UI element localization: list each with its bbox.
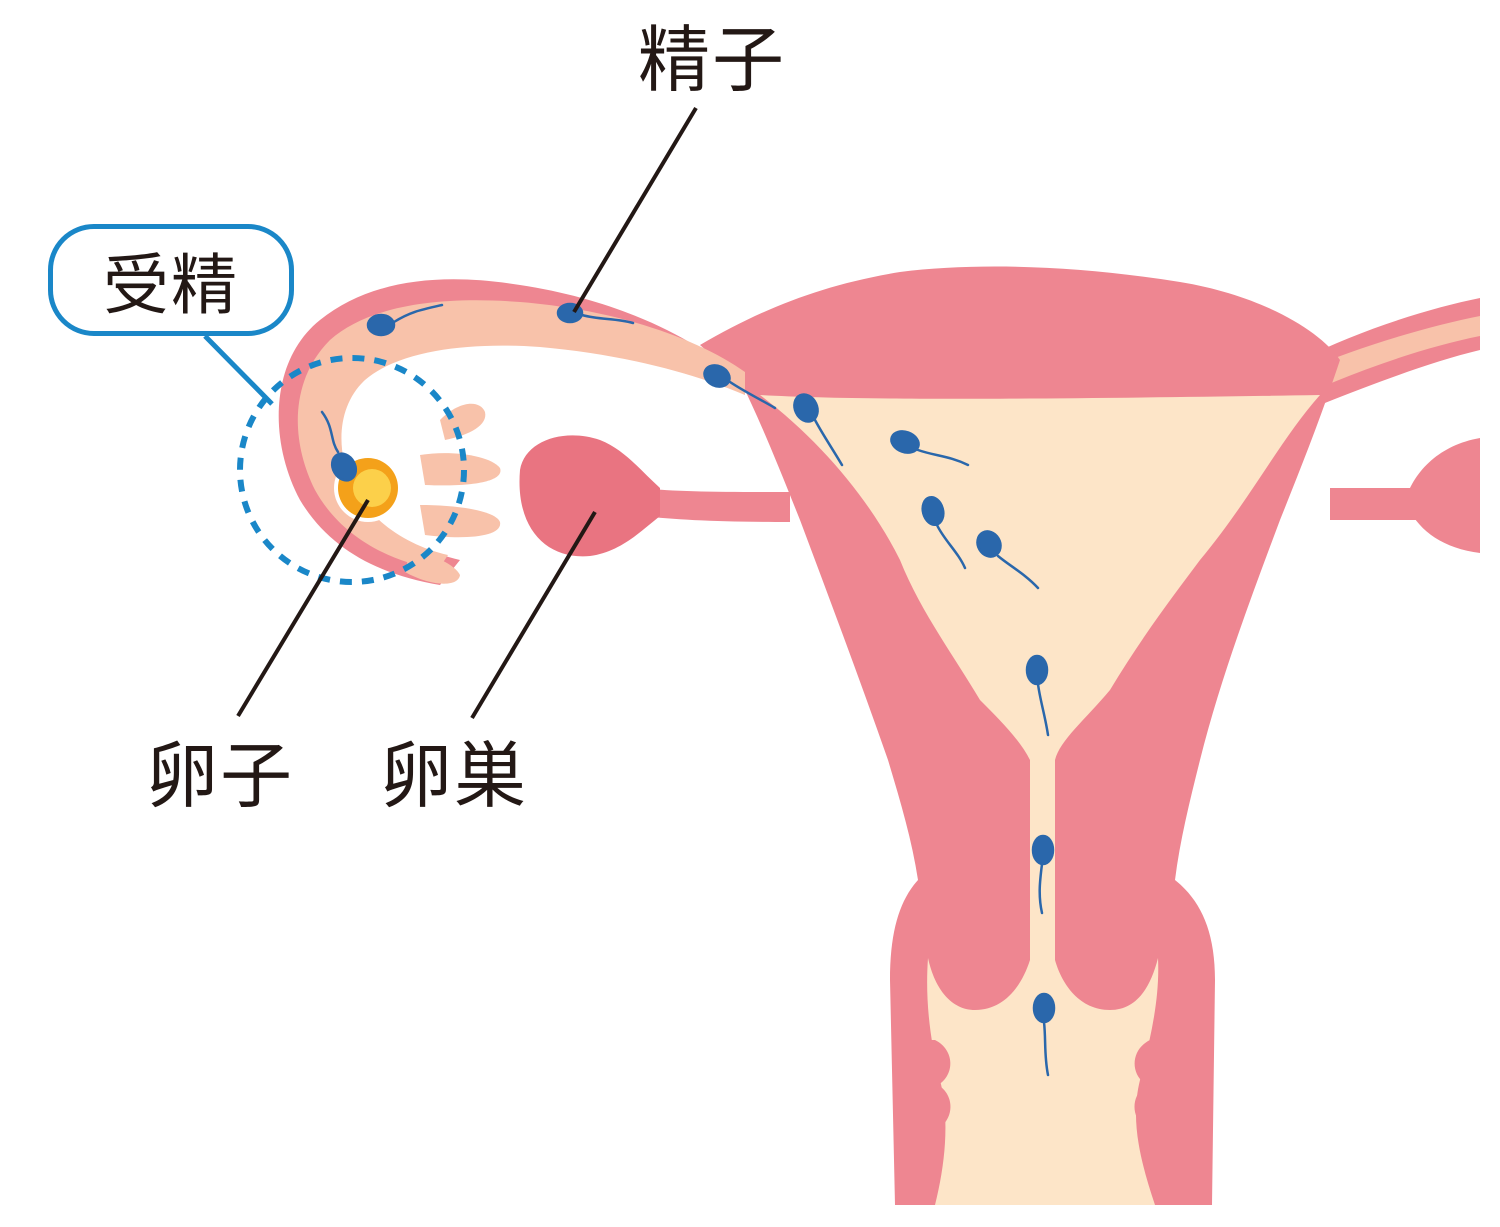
egg-leader-line: [236, 498, 370, 718]
right-ovary-ligament: [1330, 488, 1420, 520]
fertilization-label: 受精: [48, 224, 294, 336]
ovary-leader-line: [470, 510, 597, 720]
sperm: [921, 495, 967, 570]
fertilization-connector: [203, 334, 274, 406]
sperm: [1031, 834, 1055, 915]
sperm-cells: [320, 302, 1056, 1077]
sperm: [1025, 654, 1050, 737]
sperm: [703, 364, 777, 410]
sperm: [793, 393, 844, 467]
right-ovary: [1405, 438, 1480, 553]
egg-label: 卵子: [146, 734, 295, 818]
right-tube-lumen: [1300, 316, 1480, 390]
fimbriae: [405, 403, 501, 584]
uterine-cavity: [760, 395, 1320, 1205]
sperm: [1032, 992, 1056, 1077]
cervix-rugae-left: [930, 1040, 951, 1130]
sperm: [890, 430, 970, 467]
sperm: [976, 530, 1040, 590]
sperm: [366, 303, 444, 337]
left-ovary: [519, 435, 660, 557]
sperm-label: 精子: [638, 18, 787, 102]
left-tube-lumen: [297, 300, 745, 570]
sperm: [320, 410, 358, 482]
cervix-rugae-right: [1134, 1040, 1158, 1130]
ovary-label: 卵巣: [380, 734, 529, 818]
left-ovary-ligament: [640, 488, 790, 522]
fertilization-highlight-circle: [237, 355, 467, 585]
sperm-leader-line: [572, 106, 698, 314]
fertilization-label-text: 受精: [103, 247, 239, 324]
